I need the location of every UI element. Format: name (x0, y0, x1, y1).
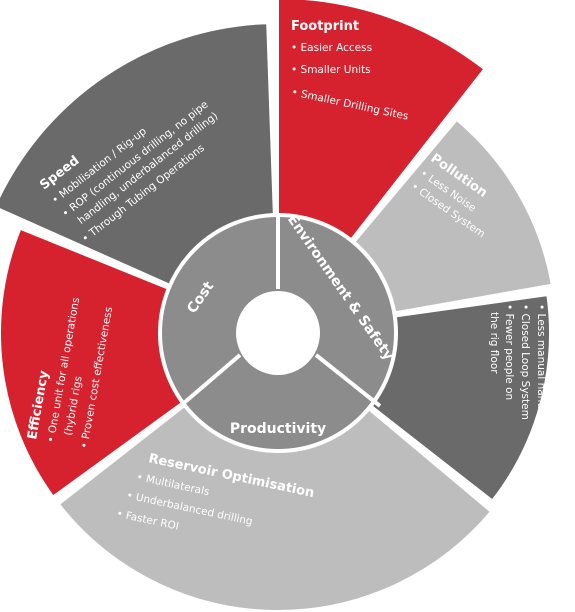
fewer-incidents-item-3: • Fewer people on (503, 304, 515, 400)
core-divider-right (314, 353, 382, 408)
core-divider-left (176, 353, 242, 410)
center-hole (236, 291, 320, 375)
fewer-incidents-title: Fewer Incidents (551, 300, 566, 417)
core-label-productivity: Productivity (230, 421, 326, 437)
fewer-incidents-text-group: Fewer Incidents • Less manual handling •… (488, 300, 566, 428)
footprint-item-1: • Easier Access (291, 42, 372, 54)
footprint-title: Footprint (291, 19, 359, 34)
fewer-incidents-item-2: • Closed Loop System (519, 304, 531, 420)
footprint-item-2: • Smaller Units (291, 64, 371, 76)
fewer-incidents-item-1: • Less manual handling (535, 304, 547, 428)
fewer-incidents-item-4: the rig floor (488, 312, 500, 374)
